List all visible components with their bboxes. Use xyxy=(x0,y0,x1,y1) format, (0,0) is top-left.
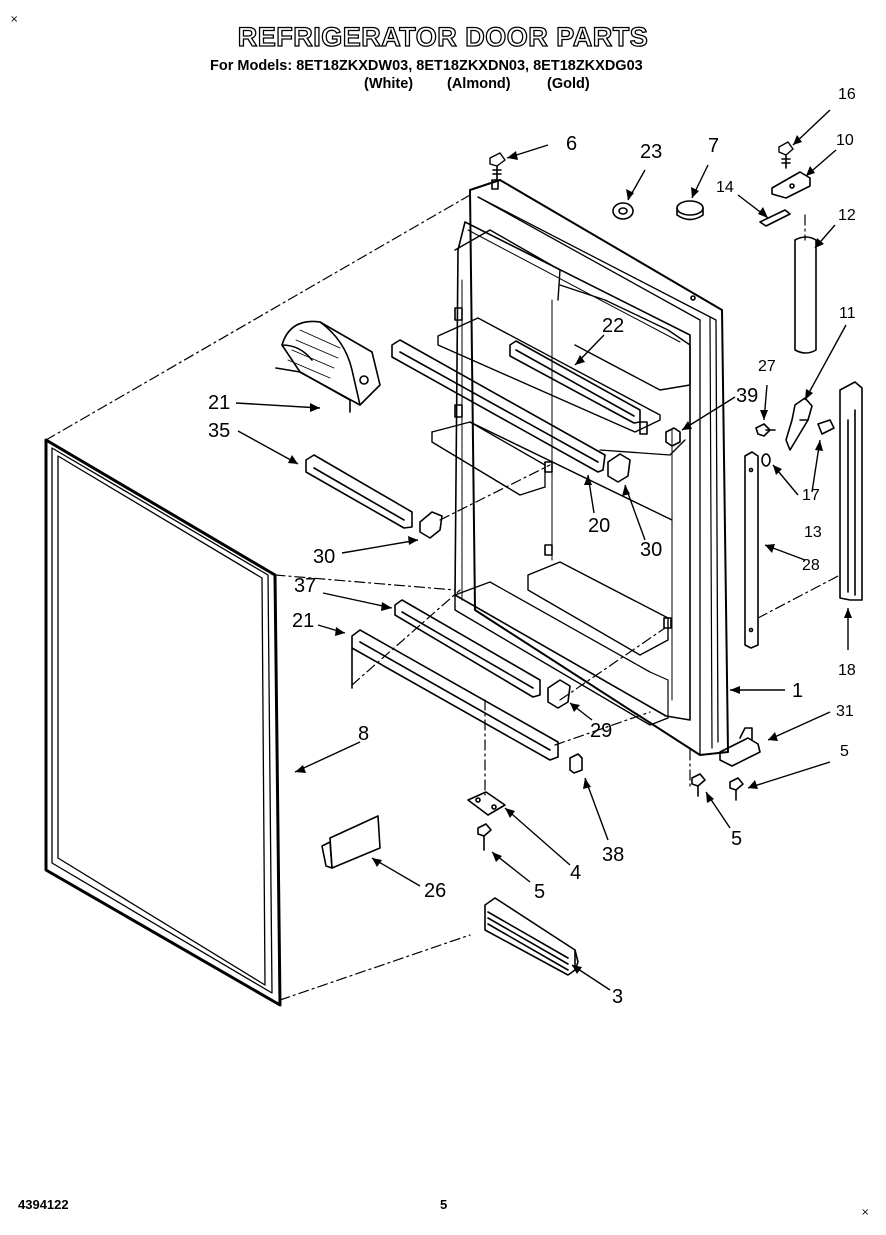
door-gasket-part-8 xyxy=(44,438,282,1007)
callout-30-left: 30 xyxy=(313,546,335,568)
callout-7: 7 xyxy=(708,135,719,157)
callout-10: 10 xyxy=(836,132,854,149)
callout-labels: 6 23 7 16 10 14 12 11 22 27 21 39 35 17 … xyxy=(208,86,856,1008)
clip-part-39 xyxy=(665,427,681,447)
callout-37: 37 xyxy=(294,575,316,597)
callout-23: 22 xyxy=(602,315,624,337)
callout-3: 3 xyxy=(612,986,623,1008)
callout-13: 13 xyxy=(804,524,822,541)
arrowheads xyxy=(288,135,852,974)
callout-17: 17 xyxy=(802,487,820,504)
callout-22: 21 xyxy=(208,392,230,414)
alignment-lines xyxy=(45,194,841,1001)
callout-8: 8 xyxy=(358,723,369,745)
page-number: 5 xyxy=(440,1197,448,1212)
callout-35: 35 xyxy=(208,420,230,442)
screw-part-27 xyxy=(755,423,776,437)
bar-part-20 xyxy=(391,339,606,473)
clip-part-38 xyxy=(569,753,583,774)
callout-39: 39 xyxy=(736,385,758,407)
plug-part-7 xyxy=(676,200,704,221)
bar-part-21 xyxy=(351,629,559,761)
callout-16: 16 xyxy=(838,86,856,103)
page-title: REFRIGERATOR DOOR PARTS xyxy=(237,21,649,52)
callout-24: 23 xyxy=(640,141,662,163)
hinge-part-31 xyxy=(719,727,761,767)
callout-14: 14 xyxy=(716,179,734,196)
callout-6: 6 xyxy=(566,133,577,155)
callout-12: 12 xyxy=(838,207,856,224)
hinge-part-11 xyxy=(785,397,813,451)
washer-part-13 xyxy=(761,453,771,467)
callout-27: 27 xyxy=(758,358,776,375)
hinge-strip-part-28 xyxy=(744,451,759,649)
bushing-part-24 xyxy=(612,202,634,220)
color-white-label: (White) xyxy=(364,76,414,92)
callout-20: 20 xyxy=(588,515,610,537)
callout-18: 18 xyxy=(838,662,856,679)
callout-5-bottom: 5 xyxy=(534,881,545,903)
callout-26: 26 xyxy=(424,880,446,902)
label-part-26 xyxy=(321,815,381,869)
bolt-part-17 xyxy=(817,419,835,435)
callout-11: 11 xyxy=(839,305,856,322)
clip-part-29 xyxy=(547,679,571,709)
screw-part-5-center xyxy=(691,773,706,797)
screw-part-6 xyxy=(489,152,506,181)
corner-mark-bottom-right: × xyxy=(861,1207,870,1218)
clip-part-30-left xyxy=(419,511,443,539)
callout-28: 28 xyxy=(802,557,820,574)
callout-31: 31 xyxy=(836,703,854,720)
color-almond-label: (Almond) xyxy=(447,76,511,92)
bar-part-37 xyxy=(394,599,541,698)
bar-part-23 xyxy=(509,340,641,424)
callout-30-right: 30 xyxy=(640,539,662,561)
corner-mark-top-left: × xyxy=(10,14,19,25)
callout-4: 4 xyxy=(570,862,581,884)
clip-part-30-right xyxy=(607,453,631,483)
callout-29: 29 xyxy=(590,720,612,742)
grille-part-3 xyxy=(484,897,579,976)
rail-part-35 xyxy=(305,454,413,529)
callout-38: 38 xyxy=(602,844,624,866)
callout-21: 21 xyxy=(292,610,314,632)
document-number: 4394122 xyxy=(18,1197,69,1212)
models-line: For Models: 8ET18ZKXDW03, 8ET18ZKXDN03, … xyxy=(210,58,643,74)
hinge-plate-part-4 xyxy=(467,791,506,816)
screw-part-5-right xyxy=(729,777,744,801)
callout-1: 1 xyxy=(792,680,803,702)
screw-part-16 xyxy=(778,141,794,169)
trim-part-18 xyxy=(839,381,863,601)
hinge-part-10 xyxy=(771,171,811,199)
callout-5-lower-right: 5 xyxy=(731,828,742,850)
hinge-pin-cover-part-12 xyxy=(794,236,817,354)
dairy-door-part-22 xyxy=(275,320,381,413)
door-assembly-part-1 xyxy=(431,179,729,756)
callout-5-right: 5 xyxy=(840,743,849,760)
color-gold-label: (Gold) xyxy=(547,76,590,92)
screw-part-5-bottom xyxy=(477,823,492,851)
shim-part-14 xyxy=(759,209,791,227)
